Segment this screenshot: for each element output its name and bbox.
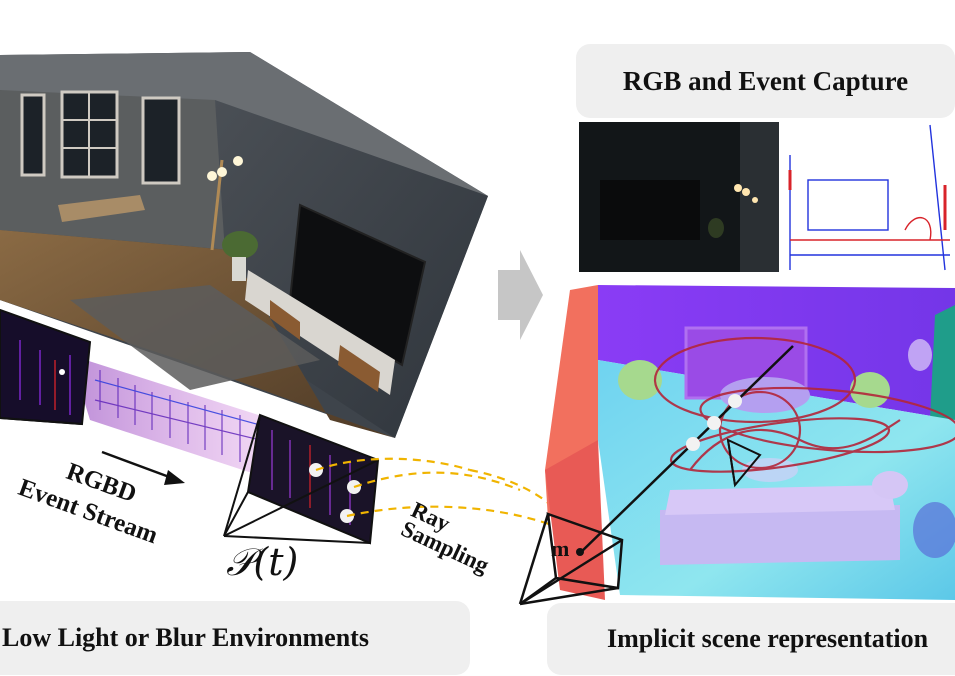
camera-frustum-icon xyxy=(518,512,624,606)
camera-trajectory xyxy=(653,336,955,473)
capture-title: RGB and Event Capture xyxy=(622,65,909,96)
camera-frustum-left xyxy=(223,413,380,545)
event-frame-left xyxy=(0,308,92,426)
event-stream-strip xyxy=(70,355,268,475)
representation-title: Implicit scene representation xyxy=(607,624,929,653)
ray-sample-point xyxy=(728,394,742,408)
ray-sample-point xyxy=(707,416,721,430)
trajectory-camera-icon xyxy=(726,438,762,488)
living-room-render xyxy=(0,52,488,438)
big-right-arrow-icon xyxy=(498,250,543,340)
event-capture-image xyxy=(783,122,955,272)
environment-title-panel: Low Light or Blur Environments xyxy=(0,601,470,675)
sampling-ray xyxy=(576,345,794,556)
rgb-capture-image xyxy=(579,122,779,272)
capture-title-panel: RGB and Event Capture xyxy=(576,44,955,118)
point-label: m xyxy=(551,536,570,561)
ray-sample-point xyxy=(686,437,700,451)
implicit-scene-render xyxy=(545,285,955,600)
pose-label: 𝒫(t) xyxy=(226,540,299,584)
event-stream-arrow-icon xyxy=(101,450,185,485)
representation-title-panel: Implicit scene representation xyxy=(547,603,955,675)
environment-title: Low Light or Blur Environments xyxy=(2,623,369,652)
